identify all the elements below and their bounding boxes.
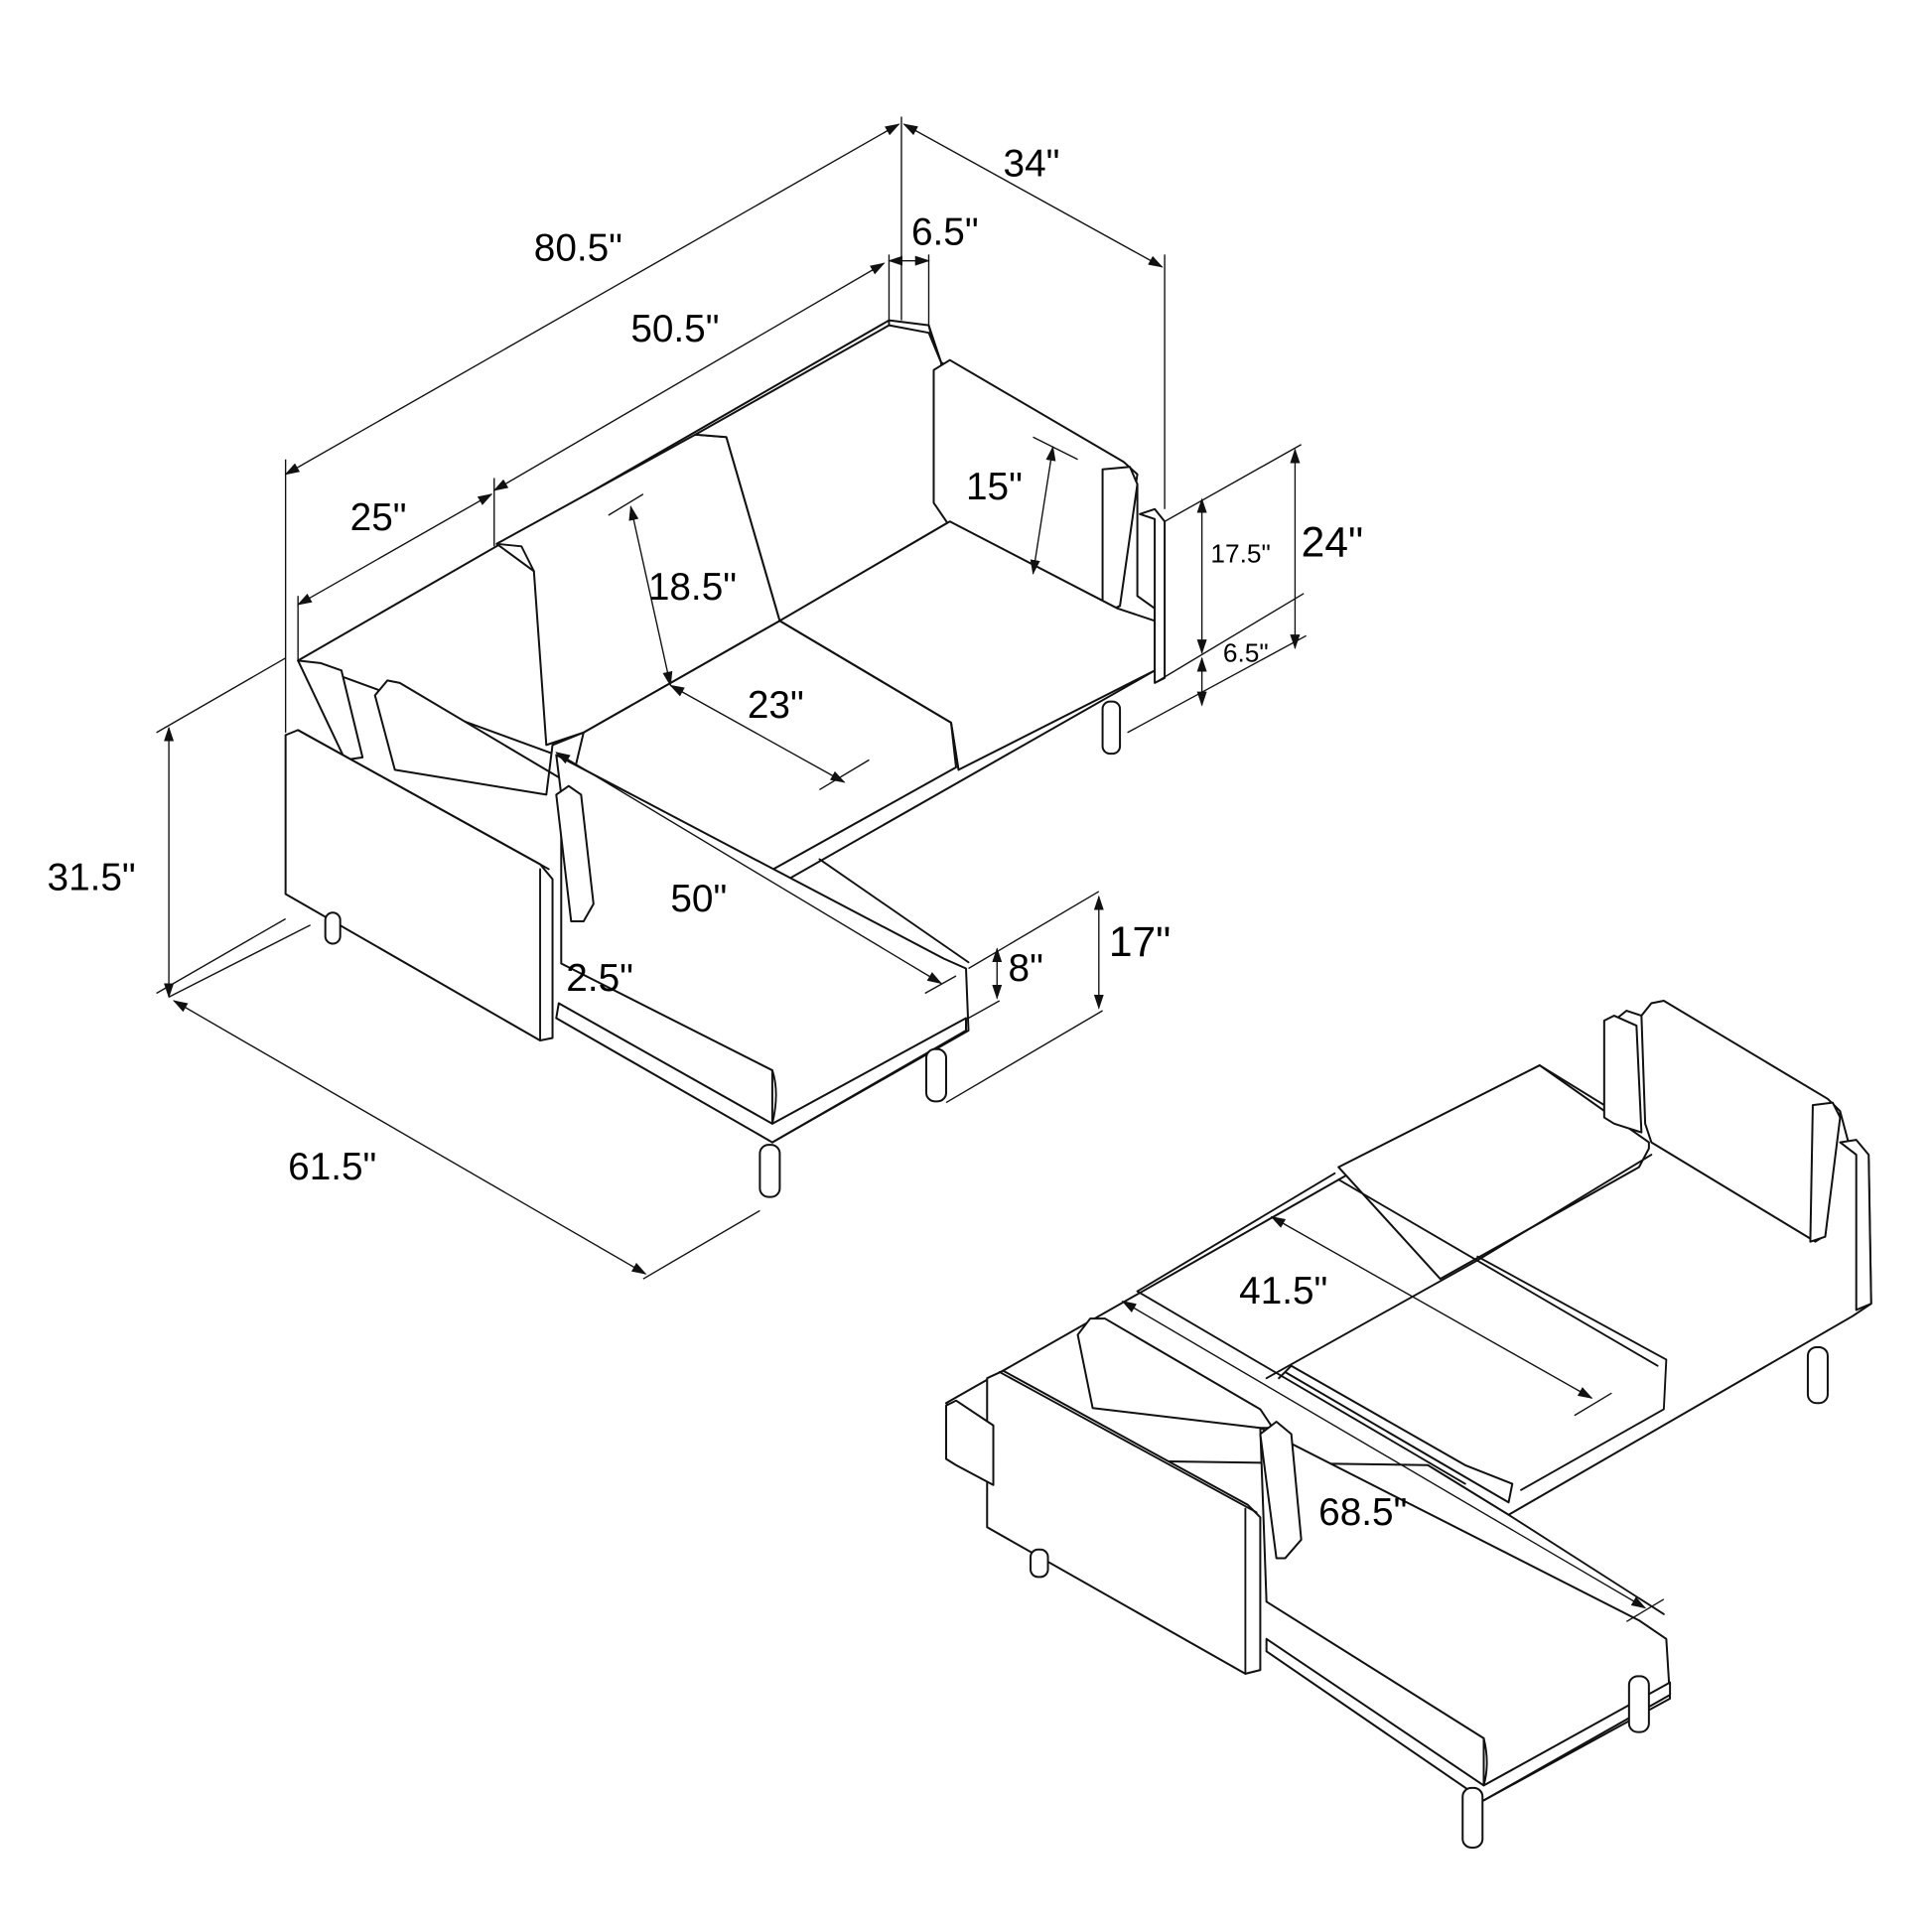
dim-overall-height: 31.5" [48,857,136,899]
dim-bed-width: 41.5" [1239,1270,1327,1312]
bed-mode-dimensions [1121,1216,1665,1622]
dim-pillow-height: 15" [966,466,1023,508]
sofa-mode-dimensions [156,116,1308,1280]
bed-mode-drawing [944,1000,1872,1849]
dim-back-cushion-height: 18.5" [648,566,737,609]
dim-frame-height: 6.5" [1223,638,1269,668]
dim-back-above-seat: 17.5" [1210,539,1270,569]
dim-bed-length: 68.5" [1318,1491,1407,1534]
dim-left-section-width: 25" [350,496,407,539]
bed-mode-labels: 41.5" 68.5" [1239,1270,1407,1534]
dim-chaise-length: 50" [670,878,727,920]
dim-back-section-width: 50.5" [630,308,719,350]
dim-seat-height: 17" [1109,919,1171,966]
dim-seat-depth: 23" [748,684,804,727]
sofa-mode-labels: 80.5" 34" 6.5" 50.5" 25" 18.5" 23" 15" 1… [48,143,1364,1189]
dim-back-total-height: 24" [1302,519,1363,566]
dim-overall-length: 61.5" [288,1146,376,1188]
dim-armrest-back-offset: 6.5" [911,210,979,253]
dim-seat-cushion-thickness: 8" [1009,947,1043,990]
sofa-mode-drawing [284,319,1167,1198]
dim-arm-thickness: 2.5" [566,957,633,1000]
dim-overall-depth: 34" [1004,143,1060,186]
dim-overall-width: 80.5" [534,227,622,270]
